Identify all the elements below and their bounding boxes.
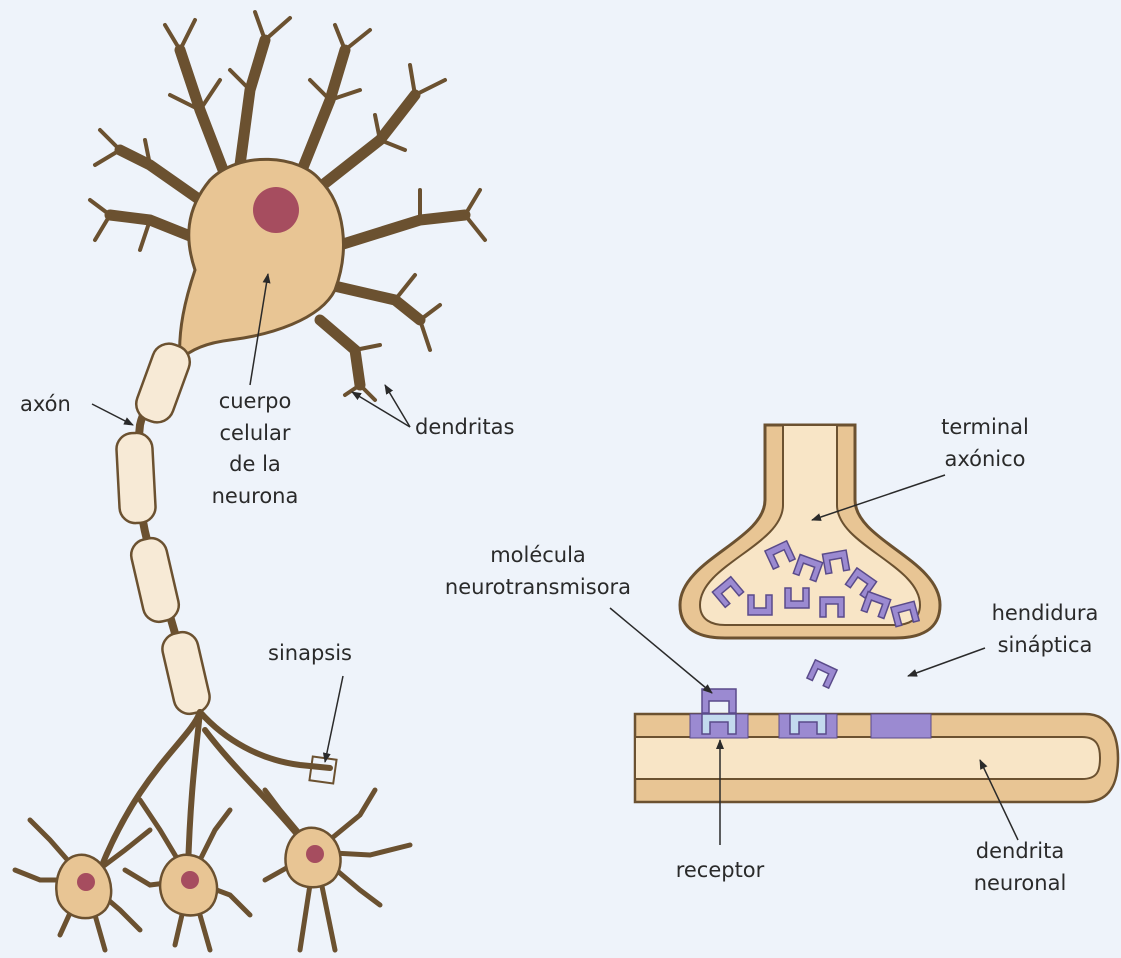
label-axon-terminal: terminal axónico [920, 412, 1050, 475]
target-neurons [15, 790, 410, 950]
label-dendrites: dendritas [415, 412, 514, 444]
cell-nucleus [253, 187, 299, 233]
postsynaptic-dendrite [635, 689, 1118, 802]
receptor-site-3 [871, 714, 931, 738]
label-receptor: receptor [660, 855, 780, 887]
label-cell-body: cuerpo celular de la neurona [200, 386, 310, 512]
label-neurotransmitter: molécula neurotransmisora [418, 540, 658, 603]
label-synaptic-cleft: hendidura sináptica [975, 598, 1115, 661]
myelin-sheaths [116, 339, 213, 717]
cell-body [180, 159, 344, 360]
label-axon: axón [20, 389, 71, 421]
label-synapse: sinapsis [268, 638, 352, 670]
label-neuronal-dendrite: dendrita neuronal [955, 836, 1085, 899]
